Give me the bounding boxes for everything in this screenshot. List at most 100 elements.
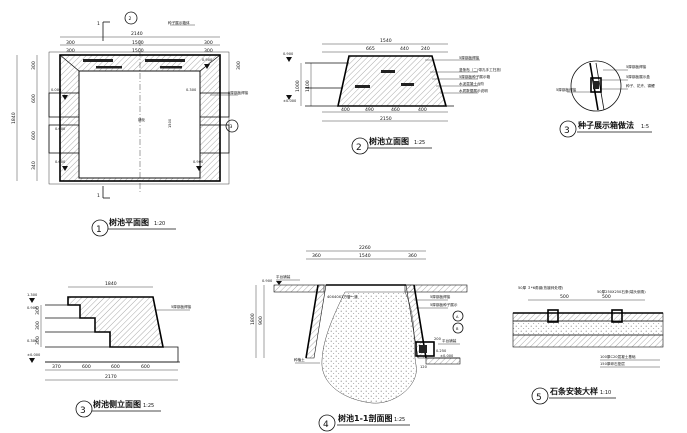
detail-box (590, 77, 602, 93)
plan-step-right-1 (199, 92, 230, 118)
elevation-dim-bottom-1: 400 (341, 107, 350, 113)
section-ref-b-label: B (456, 327, 459, 331)
section-dim-left-1: 1800 (250, 313, 256, 325)
side-scale: 1:25 (143, 403, 154, 409)
elevation-title-number: 2 (356, 143, 362, 153)
plan-step-left-1 (48, 92, 80, 118)
section-view: 2260 360 1540 360 1800 900 0.900 40X40X3… (250, 245, 468, 432)
elevation-note-5: 水质数据展示说明 (459, 88, 488, 93)
section-small-dim-2: 0.250 (436, 349, 447, 353)
plan-level-6: 0.900 (193, 160, 204, 164)
section-title-circle (318, 414, 336, 432)
elevation-box-1 (381, 70, 395, 73)
section-dim-top-3: 360 (408, 253, 417, 259)
elevation-dim-bottom-2: 490 (365, 107, 374, 113)
side-title: 树池侧立面图 (93, 399, 141, 409)
side-dim-top-1: 1840 (105, 281, 117, 287)
section-dim-top-2: 1540 (359, 253, 371, 259)
plan-step-left-2 (48, 124, 80, 154)
plan-dim-top-inner-1: 300 (66, 48, 75, 54)
section-ref-a[interactable] (452, 310, 464, 322)
side-note-1: 5厚钢板焊接 (171, 304, 192, 309)
detail-scale: 1:5 (641, 124, 649, 130)
plan-dim-left-4: 340 (31, 161, 37, 170)
elevation-dim-top-2: 440 (400, 46, 409, 52)
elevation-level-1: 0.900 (283, 52, 294, 56)
plan-ref-label-right: 3 (230, 124, 233, 130)
stone-gravel-layer (512, 334, 664, 348)
side-dim-left-3: 300 (35, 336, 41, 345)
plan-dim-right-1: 300 (236, 61, 242, 70)
detail-title: 种子展示箱做法 (577, 120, 634, 130)
side-dim-left-1: 300 (35, 306, 41, 315)
plan-dim-top-2: 1500 (132, 40, 144, 46)
plan-seed-box-2 (145, 59, 185, 62)
section-ref-b[interactable] (452, 322, 464, 334)
plan-dim-left-3: 600 (31, 131, 37, 140)
elevation-dim-left-1: 1000 (295, 80, 301, 92)
stone-concrete-layer (512, 320, 664, 336)
plan-dim-top-1: 300 (66, 40, 75, 46)
side-level-2: 0.900 (27, 306, 38, 310)
elevation-note-4: 水泥混凝土台阶 (459, 81, 485, 86)
section-platform-right (404, 284, 468, 293)
section-small-dim-1: 200 (434, 337, 442, 341)
plan-ref-circle-top[interactable] (124, 11, 138, 25)
plan-dim-left-2: 600 (31, 94, 37, 103)
section-step-box (415, 341, 435, 357)
section-dim-top-1: 360 (312, 253, 321, 259)
elevation-box-2 (355, 85, 370, 88)
side-dim-bottom-total: 2170 (105, 374, 117, 380)
elevation-note-2: 竖条布（二)带孔手工扫放） (459, 67, 504, 72)
stone-title: 石条安装大样 (549, 386, 598, 396)
stone-title-circle (531, 387, 549, 405)
section-small-dim-3: ±0.000 (440, 354, 454, 358)
plan-outer-frame (48, 51, 230, 185)
detail-note-1: 5厚钢板焊接 (626, 64, 647, 69)
stone-dim-top-1: 500 (560, 294, 569, 300)
stone-groove-1 (547, 309, 559, 323)
stone-detail-view: 500 500 50厚 ３*6角钢(热镀锌处理) 50厚250X250石条(端头… (512, 285, 664, 405)
detail-note-3: 种子、花卉、锦鲤 (626, 83, 655, 88)
plan-inner (78, 70, 201, 179)
elevation-dim-top-total: 1540 (380, 38, 392, 44)
side-elevation-view: 1840 300 300 300 370 600 600 600 2170 1.… (27, 281, 192, 418)
plan-dim-top-total: 2140 (131, 31, 143, 37)
elevation-dim-top-1: 665 (366, 46, 375, 52)
detail-circle (570, 60, 622, 112)
plan-ref-circle-right[interactable] (225, 119, 239, 133)
plan-title-circle (91, 219, 109, 237)
plan-seed-box-4 (160, 66, 182, 69)
detail-note-2: 5厚钢板展示盒 (626, 74, 650, 79)
section-title-number: 4 (323, 420, 329, 430)
section-soil (321, 291, 417, 404)
plan-dim-top-inner-2: 1500 (132, 48, 144, 54)
detail-note-4: 5厚钢板焊接 (556, 87, 577, 92)
side-dim-bottom-1: 370 (52, 364, 61, 370)
side-dim-bottom-3: 600 (111, 364, 120, 370)
plan-dim-left-1: 300 (31, 61, 37, 70)
side-dim-bottom-2: 600 (82, 364, 91, 370)
plan-note-2: 5厚钢板焊接 (228, 90, 249, 95)
side-level-4: ±0.000 (27, 353, 41, 357)
side-dim-bottom-4: 600 (141, 364, 150, 370)
side-title-number: 3 (80, 406, 86, 416)
section-small-dim-4: 120 (420, 365, 428, 369)
plan-dim-left-total: 1840 (11, 112, 17, 124)
stone-scale: 1:10 (600, 390, 611, 396)
plan-inner-vertical-dim: 1500 (168, 118, 172, 128)
detail-title-number: 3 (564, 126, 570, 136)
plan-view: 1 1 2 3 2140 300 1500 300 300 1500 300 1… (11, 11, 249, 237)
plan-seed-box-1 (83, 59, 113, 62)
elevation-dim-left-2: 1400 (305, 80, 311, 92)
seed-box-detail: 5厚钢板焊接 5厚钢板展示盒 种子、花卉、锦鲤 5厚钢板焊接 3 种子展示箱做法… (556, 60, 655, 138)
stone-note-1: 50厚 ３*6角钢(热镀锌处理) (518, 285, 564, 290)
plan-level-1: 0.900 (202, 58, 213, 62)
elevation-level-2: ±0.000 (283, 99, 297, 103)
side-dim-left-2: 300 (35, 321, 41, 330)
elevation-body (337, 55, 447, 107)
section-note-5: 种植土 (294, 357, 305, 362)
section-center-label: 40X40X3方管一道 (327, 294, 358, 299)
plan-ref-label-top: 2 (129, 16, 132, 22)
